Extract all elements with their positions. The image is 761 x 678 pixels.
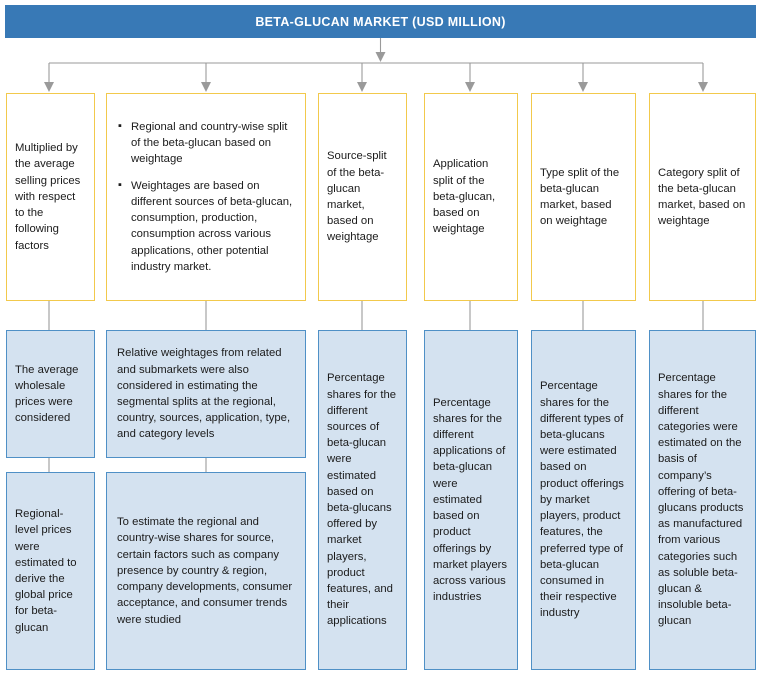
- box-col-5-mid: Percentage shares for the different type…: [531, 330, 636, 670]
- box-col-5-top-text: Type split of the beta-glucan market, ba…: [540, 166, 620, 228]
- box-col-1-mid-text: The average wholesale prices were consid…: [15, 363, 79, 425]
- box-col-6-top: Category split of the beta-glucan market…: [649, 93, 756, 301]
- chart-title-bar: BETA-GLUCAN MARKET (USD MILLION): [5, 5, 756, 38]
- box-col-6-top-text: Category split of the beta-glucan market…: [658, 166, 746, 228]
- box-col-4-top-text: Application split of the beta-glucan, ba…: [433, 158, 496, 236]
- box-col-2-bullet-list: Regional and country-wise split of the b…: [117, 118, 295, 275]
- box-col-4-top: Application split of the beta-glucan, ba…: [424, 93, 518, 301]
- box-col-2-bullet-2: Weightages are based on different source…: [118, 177, 295, 275]
- box-col-1-bottom: Regional-level prices were estimated to …: [6, 472, 95, 670]
- box-col-6-mid-text: Percentage shares for the different cate…: [658, 372, 744, 628]
- box-col-2-top: Regional and country-wise split of the b…: [106, 93, 306, 301]
- box-col-1-mid: The average wholesale prices were consid…: [6, 330, 95, 458]
- box-col-4-mid-text: Percentage shares for the different appl…: [433, 396, 508, 604]
- box-col-3-mid: Percentage shares for the different sour…: [318, 330, 407, 670]
- box-col-2-mid-text: Relative weightages from related and sub…: [117, 347, 291, 441]
- box-col-3-mid-text: Percentage shares for the different sour…: [327, 372, 397, 628]
- box-col-2-bottom: To estimate the regional and country-wis…: [106, 472, 306, 670]
- box-col-6-mid: Percentage shares for the different cate…: [649, 330, 756, 670]
- box-col-3-top-text: Source-split of the beta-glucan market, …: [327, 150, 387, 244]
- box-col-2-bullet-1: Regional and country-wise split of the b…: [118, 118, 295, 168]
- box-col-4-mid: Percentage shares for the different appl…: [424, 330, 518, 670]
- box-col-5-top: Type split of the beta-glucan market, ba…: [531, 93, 636, 301]
- box-col-2-mid: Relative weightages from related and sub…: [106, 330, 306, 458]
- box-col-5-mid-text: Percentage shares for the different type…: [540, 380, 624, 620]
- box-col-1-top: Multiplied by the average selling prices…: [6, 93, 95, 301]
- box-col-3-top: Source-split of the beta-glucan market, …: [318, 93, 407, 301]
- box-col-2-bottom-text: To estimate the regional and country-wis…: [117, 516, 293, 626]
- box-col-1-top-text: Multiplied by the average selling prices…: [15, 142, 81, 252]
- page-title: BETA-GLUCAN MARKET (USD MILLION): [255, 14, 506, 29]
- box-col-1-bottom-text: Regional-level prices were estimated to …: [15, 508, 77, 634]
